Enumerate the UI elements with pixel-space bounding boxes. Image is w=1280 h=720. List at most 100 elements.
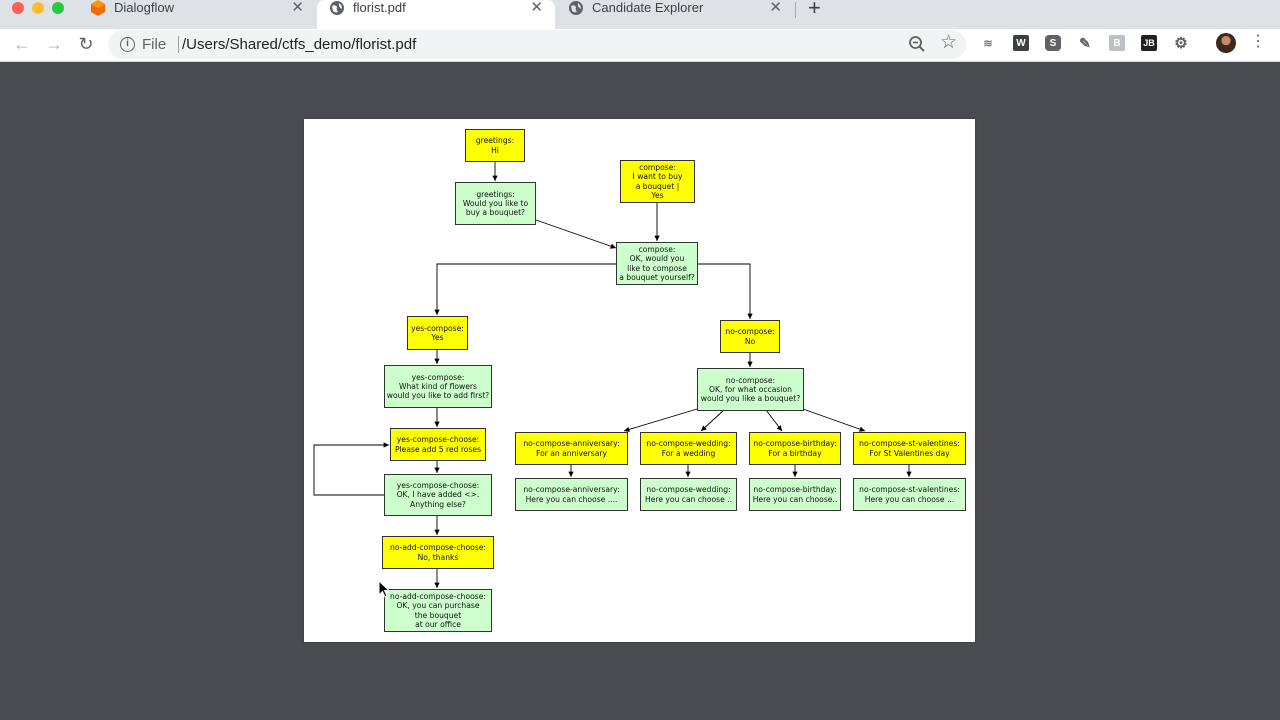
node-line: a bouquet yourself? [619, 272, 695, 282]
node-line: like to compose [627, 263, 687, 273]
forward-arrow-icon[interactable]: → [45, 33, 63, 54]
node-line: compose: [638, 245, 676, 255]
globe-icon [330, 1, 344, 15]
ext-b-icon[interactable]: B [1109, 35, 1125, 51]
info-icon[interactable]: i [120, 37, 135, 52]
no-compose-birthday-intent-node: no-compose-birthday: For a birthday [749, 432, 841, 465]
address-bar[interactable]: i File /Users/Shared/ctfs_demo/florist.p… [108, 30, 966, 59]
no-compose-wedding-response-node: no-compose-wedding: Here you can choose … [640, 478, 737, 511]
node-line: Here you can choose .. [645, 494, 732, 504]
window-close-button[interactable] [12, 2, 24, 14]
browser-toolbar: ← → ↻ i File /Users/Shared/ctfs_demo/flo… [0, 29, 1280, 62]
node-line: For an anniversary [535, 448, 608, 458]
new-tab-button[interactable]: + [808, 0, 821, 20]
node-line: the bouquet [414, 610, 462, 620]
yes-compose-response-node: yes-compose: What kind of flowers would … [384, 365, 492, 408]
node-line: Here you can choose.. [752, 494, 838, 504]
node-line: no-compose-birthday: [753, 439, 837, 449]
node-line: yes-compose: [411, 372, 465, 382]
globe-icon [569, 1, 583, 15]
node-line: OK, I have added <>. [396, 490, 480, 500]
window-minimize-button[interactable] [32, 2, 44, 14]
no-compose-intent-node: no-compose: No [720, 320, 780, 353]
mouse-cursor-icon [378, 580, 390, 598]
node-line: OK, would you [629, 254, 685, 264]
tab-close-icon[interactable]: ✕ [291, 0, 304, 16]
no-compose-anniversary-response-node: no-compose-anniversary: Here you can cho… [515, 478, 628, 511]
node-line: Please add 5 red roses [394, 444, 482, 454]
no-add-compose-choose-response-node: no-add-compose-choose: OK, you can purch… [384, 589, 492, 632]
node-line: no-compose: [725, 375, 776, 385]
url-scheme-label: File [142, 36, 167, 53]
node-line: No, thanks [417, 552, 459, 562]
node-line: Hi [491, 145, 499, 155]
pdf-page: greetings: Hi greetings: Would you like … [304, 119, 975, 642]
node-line: would you like a bouquet? [700, 394, 801, 404]
node-line: yes-compose-choose: [396, 481, 480, 491]
node-line: would you like to add first? [386, 391, 490, 401]
tab-close-icon[interactable]: ✕ [769, 0, 782, 16]
url-divider [178, 36, 179, 53]
node-line: no-compose-st-valentines: [859, 485, 960, 495]
node-line: Yes [651, 190, 664, 200]
yes-compose-choose-intent-node: yes-compose-choose: Please add 5 red ros… [390, 428, 486, 461]
bookmark-star-icon[interactable]: ☆ [940, 32, 958, 53]
url-text[interactable]: /Users/Shared/ctfs_demo/florist.pdf [182, 36, 417, 53]
tab-dialogflow[interactable]: Dialogflow ✕ [78, 0, 316, 29]
node-line: Would you like to [462, 198, 529, 208]
node-line: yes-compose-choose: [396, 435, 480, 445]
tab-close-icon[interactable]: ✕ [530, 0, 543, 16]
browser-menu-icon[interactable]: ⋮ [1250, 33, 1266, 50]
window-zoom-button[interactable] [52, 2, 64, 14]
node-line: greetings: [475, 136, 515, 146]
no-compose-wedding-intent-node: no-compose-wedding: For a wedding [640, 432, 737, 465]
node-line: at our office [415, 619, 461, 629]
node-line: no-compose-anniversary: [523, 485, 620, 495]
node-line: greetings: [476, 189, 515, 199]
zoom-out-icon[interactable] [908, 35, 926, 53]
ext-eyedropper-icon[interactable]: ✎ [1079, 34, 1091, 51]
node-line: no-compose-wedding: [646, 485, 731, 495]
node-line: For St Valentines day [869, 448, 950, 458]
ext-jb-icon[interactable]: JB [1141, 35, 1157, 51]
node-line: yes-compose: [411, 323, 464, 333]
node-line: Yes [431, 333, 444, 342]
compose-intent-node: compose: I want to buy a bouquet | Yes [620, 160, 695, 203]
node-line: No [744, 336, 756, 346]
no-compose-st-valentines-intent-node: no-compose-st-valentines: For St Valenti… [853, 432, 966, 465]
node-line: no-compose-st-valentines: [859, 439, 960, 449]
reload-icon[interactable]: ↻ [78, 33, 94, 54]
yes-compose-intent-node: yes-compose: Yes [407, 316, 468, 350]
tab-title: florist.pdf [353, 0, 406, 15]
tab-separator [795, 2, 796, 18]
dialogflow-icon [91, 0, 105, 16]
no-add-compose-choose-intent-node: no-add-compose-choose: No, thanks [382, 536, 494, 569]
ext-gear-icon[interactable]: ⚙ [1174, 35, 1188, 52]
ext-w-icon[interactable]: W [1013, 35, 1029, 51]
node-line: I want to buy [632, 172, 683, 182]
node-line: What kind of flowers [398, 381, 478, 391]
node-line: Here you can choose .... [525, 494, 618, 504]
node-line: Here you can choose ... [864, 494, 955, 504]
tab-florist-pdf[interactable]: florist.pdf ✕ [317, 0, 555, 29]
node-line: no-compose-anniversary: [523, 439, 620, 449]
node-line: a bouquet | [635, 181, 680, 191]
flowchart-edges [313, 162, 912, 588]
no-compose-st-valentines-response-node: no-compose-st-valentines: Here you can c… [853, 478, 966, 511]
no-compose-response-node: no-compose: OK, for what occasion would … [697, 368, 804, 411]
yes-compose-choose-response-node: yes-compose-choose: OK, I have added <>.… [384, 474, 492, 516]
node-line: compose: [639, 163, 676, 173]
tab-strip: Dialogflow ✕ florist.pdf ✕ Candidate Exp… [0, 0, 1280, 29]
ext-wave-icon[interactable]: ≋ [983, 37, 993, 50]
node-line: OK, you can purchase [396, 601, 480, 611]
no-compose-birthday-response-node: no-compose-birthday: Here you can choose… [749, 478, 841, 511]
ext-s-icon[interactable]: S [1045, 35, 1061, 51]
greetings-intent-node: greetings: Hi [465, 129, 525, 162]
node-line: no-compose-birthday: [753, 485, 837, 495]
node-line: no-add-compose-choose: [390, 543, 486, 553]
node-line: Anything else? [410, 499, 466, 509]
tab-candidate-explorer[interactable]: Candidate Explorer ✕ [556, 0, 794, 29]
node-line: no-compose-wedding: [646, 439, 731, 449]
profile-avatar[interactable] [1216, 33, 1236, 53]
back-arrow-icon[interactable]: ← [13, 33, 31, 54]
